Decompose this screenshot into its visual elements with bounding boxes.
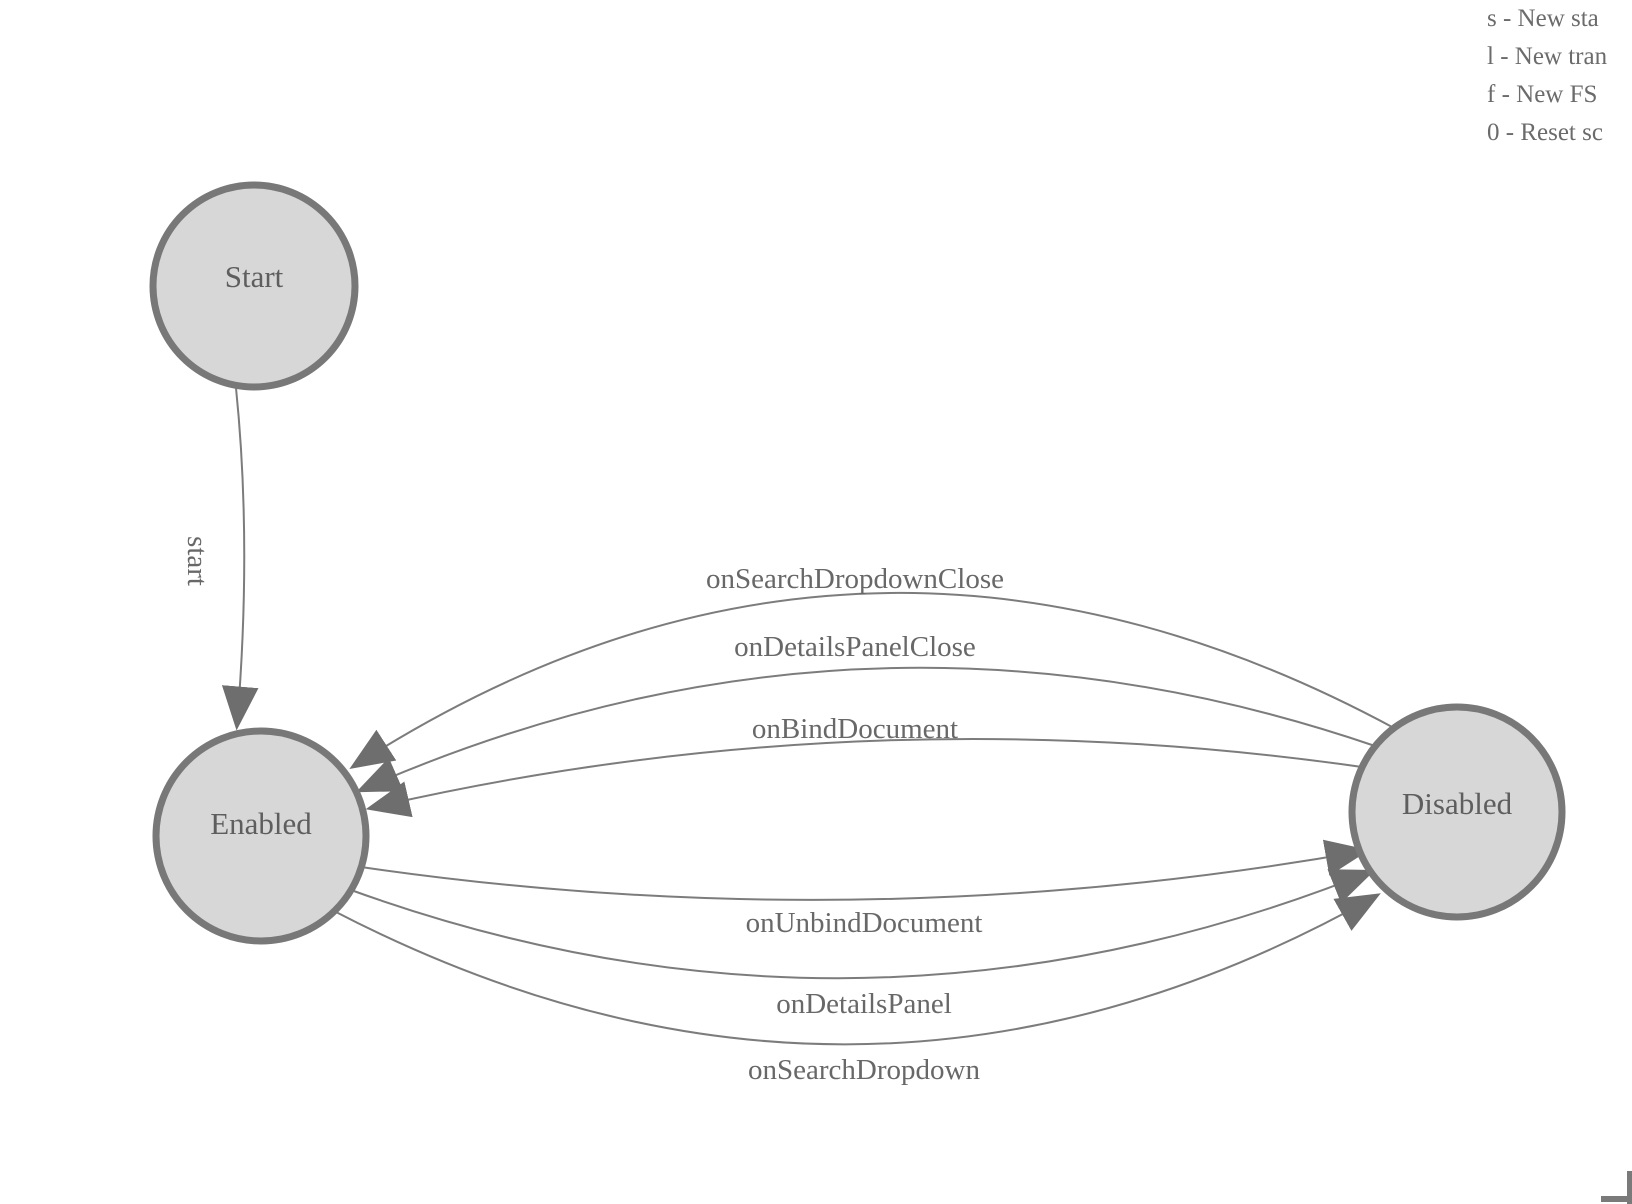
transition-onSearchDropdownClose[interactable]: onSearchDropdownClose xyxy=(349,563,1395,769)
shortcut-legend-line-4: 0 - Reset sc xyxy=(1487,119,1603,146)
partial-box-corner-horizontal xyxy=(1601,1196,1632,1202)
transition-onBindDocument[interactable]: onBindDocument xyxy=(365,713,1363,818)
transition-onDetailsPanel-label: onDetailsPanel xyxy=(776,988,952,1020)
shortcut-legend-line-2: l - New tran xyxy=(1487,43,1608,70)
transition-start-path[interactable] xyxy=(221,387,259,731)
state-circle-disabled[interactable] xyxy=(1348,703,1566,921)
state-circle-enabled[interactable] xyxy=(152,727,370,945)
transition-onSearchDropdown[interactable]: onSearchDropdown xyxy=(333,893,1381,1086)
partial-box-corner-vertical xyxy=(1627,1171,1632,1204)
transition-start[interactable]: start xyxy=(181,387,259,731)
state-label-disabled: Disabled xyxy=(1402,786,1513,821)
state-circle-start[interactable] xyxy=(149,181,359,391)
transition-onSearchDropdown-label: onSearchDropdown xyxy=(748,1054,980,1086)
transition-onDetailsPanel[interactable]: onDetailsPanel xyxy=(350,869,1376,1020)
transition-onUnbindDocument-label: onUnbindDocument xyxy=(746,907,983,939)
shortcut-legend-line-3: f - New FS xyxy=(1487,81,1598,108)
transition-onBindDocument-path[interactable] xyxy=(365,738,1363,818)
transition-onDetailsPanelClose[interactable]: onDetailsPanelClose xyxy=(355,631,1376,793)
transition-onDetailsPanelClose-label: onDetailsPanelClose xyxy=(734,631,976,663)
partial-box-corner xyxy=(1601,1171,1632,1204)
transition-onDetailsPanel-path[interactable] xyxy=(350,869,1376,980)
shortcut-legend: s - New sta l - New tran f - New FS 0 - … xyxy=(1487,0,1607,152)
transition-onDetailsPanelClose-path[interactable] xyxy=(355,666,1376,793)
transition-onSearchDropdownClose-path[interactable] xyxy=(349,591,1395,769)
state-label-enabled: Enabled xyxy=(210,806,312,841)
transition-onSearchDropdown-path[interactable] xyxy=(333,893,1381,1046)
transition-onSearchDropdownClose-label: onSearchDropdownClose xyxy=(706,563,1004,595)
state-node-enabled[interactable]: Enabled xyxy=(152,727,370,945)
state-node-disabled[interactable]: Disabled xyxy=(1348,703,1566,921)
state-label-start: Start xyxy=(225,259,284,294)
transition-onUnbindDocument[interactable]: onUnbindDocument xyxy=(360,839,1370,939)
transition-onBindDocument-label: onBindDocument xyxy=(752,713,958,745)
shortcut-legend-line-1: s - New sta xyxy=(1487,5,1599,32)
state-node-start[interactable]: Start xyxy=(149,181,359,391)
transition-start-label: start xyxy=(181,536,213,586)
transition-onUnbindDocument-path[interactable] xyxy=(360,839,1370,901)
